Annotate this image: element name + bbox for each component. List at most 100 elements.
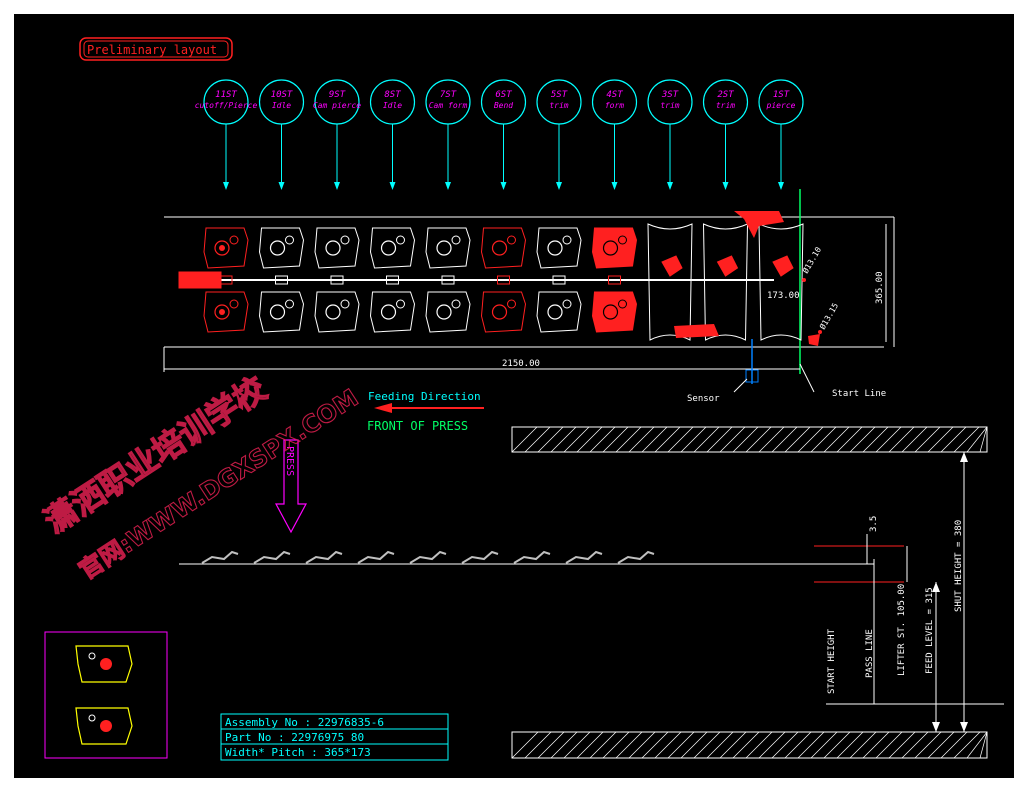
assembly-number: Assembly No : 22976835-6 xyxy=(225,716,384,729)
station-number: 3ST xyxy=(661,90,679,100)
strip-parts xyxy=(178,211,820,346)
strip-layout-drawing: Preliminary layout 11STcutoff/Pierce10ST… xyxy=(37,37,1004,761)
width-pitch: Width* Pitch : 365*173 xyxy=(225,746,371,759)
thumbnail-part-hole xyxy=(100,720,112,732)
upper-die-plate xyxy=(511,426,988,453)
strip-part-station-7 xyxy=(425,227,471,333)
layout-title: Preliminary layout xyxy=(87,43,217,57)
side-view-part xyxy=(253,550,291,564)
pilot-callouts: Ø13.10 Ø13.15 xyxy=(800,245,840,334)
strip-part-station-5 xyxy=(536,227,582,333)
strip-width-value: 365.00 xyxy=(875,271,885,304)
press-arrow: PRESS xyxy=(274,439,308,534)
feed-level-label: FEED LEVEL = 315 xyxy=(925,587,935,674)
station-number: 7ST xyxy=(440,90,457,100)
thumbnail-part-outline xyxy=(75,645,133,683)
side-view-part xyxy=(409,550,447,564)
station-operation: Idle xyxy=(383,101,402,110)
part-number: Part No : 22976975 80 xyxy=(225,731,364,744)
dimension-pitch: 173.00 xyxy=(767,291,800,301)
total-length-value: 2150.00 xyxy=(502,359,540,369)
pass-line-label: PASS LINE xyxy=(865,629,875,678)
height-dimensions: 3.5 LIFTER ST. 105.00 FEED LEVEL = 315 S… xyxy=(814,452,1004,732)
die-plate-hatching xyxy=(511,426,988,759)
front-of-press-label: FRONT OF PRESS xyxy=(367,419,468,433)
station-operation: trim xyxy=(549,101,568,110)
feeding-direction-label: Feeding Direction xyxy=(368,390,481,403)
title-block: Assembly No : 22976835-6 Part No : 22976… xyxy=(220,713,449,761)
strip-part-station-6 xyxy=(480,227,527,333)
station-operation: Cam pierce xyxy=(313,101,361,110)
pierce-slug-top xyxy=(734,211,784,238)
layout-title-box: Preliminary layout xyxy=(79,37,233,61)
part-thumbnail xyxy=(44,631,168,759)
lifter-stroke-label: LIFTER ST. 105.00 xyxy=(897,584,907,676)
shut-height-label: SHUT HEIGHT = 380 xyxy=(954,520,964,612)
strip-part-station-2 xyxy=(702,223,749,341)
sensor-label: Sensor xyxy=(687,394,720,404)
station-number: 2ST xyxy=(717,90,734,100)
side-view-part xyxy=(461,550,499,564)
lift-value: 3.5 xyxy=(869,516,879,532)
strip-part-station-9 xyxy=(314,227,360,333)
station-number: 5ST xyxy=(551,90,568,100)
dimension-strip-width: 365.00 xyxy=(875,224,887,342)
start-line-callout: Start Line xyxy=(799,363,886,399)
press-label: PRESS xyxy=(284,446,295,476)
side-view-part xyxy=(357,550,395,564)
pilot-slug xyxy=(808,334,820,346)
strip-part-station-11 xyxy=(203,227,249,333)
feeding-direction: Feeding Direction FRONT OF PRESS xyxy=(367,390,484,433)
station-operation: Bend xyxy=(494,101,513,110)
strip-part-station-10 xyxy=(258,227,305,333)
station-number: 9ST xyxy=(329,90,346,100)
side-view-part xyxy=(617,550,655,564)
side-view-part xyxy=(201,550,239,564)
pilot-dia-1: Ø13.10 xyxy=(800,245,823,275)
station-number: 6ST xyxy=(495,90,512,100)
strip-part-station-3 xyxy=(647,223,693,341)
lower-die-plate xyxy=(511,731,988,759)
strip-part-station-8 xyxy=(369,227,416,333)
station-number: 10ST xyxy=(271,90,293,100)
side-view-part xyxy=(305,550,343,564)
station-number: 4ST xyxy=(606,90,623,100)
station-operation: cutoff/Pierce xyxy=(195,101,258,110)
sensor-marker: Sensor xyxy=(687,339,759,404)
station-operation: form xyxy=(605,101,624,110)
watermark: 潇洒职业培训学校 官网:WWW.DGXSPX.COM xyxy=(37,369,364,586)
strip-side-view xyxy=(179,550,874,565)
dimension-total-length: 2150.00 xyxy=(163,347,800,372)
thumbnail-part-outline xyxy=(75,707,133,745)
station-operation: pierce xyxy=(766,101,796,110)
cutoff-scrap xyxy=(178,271,222,289)
strip-part-station-1 xyxy=(758,223,804,341)
station-number: 11ST xyxy=(215,90,237,100)
side-view-part xyxy=(513,550,551,564)
thumbnail-part-hole xyxy=(100,658,112,670)
station-number: 8ST xyxy=(384,90,401,100)
pilot-dia-2: Ø13.15 xyxy=(817,301,840,331)
station-operation: trim xyxy=(716,101,735,110)
station-operation: trim xyxy=(660,101,679,110)
pitch-value: 173.00 xyxy=(767,291,800,301)
station-operation: Idle xyxy=(272,101,291,110)
start-line-label: Start Line xyxy=(832,389,886,399)
side-view-part xyxy=(565,550,603,564)
strip-part-station-4 xyxy=(591,227,638,333)
strip-outline xyxy=(164,189,895,374)
station-number: 1ST xyxy=(773,90,790,100)
